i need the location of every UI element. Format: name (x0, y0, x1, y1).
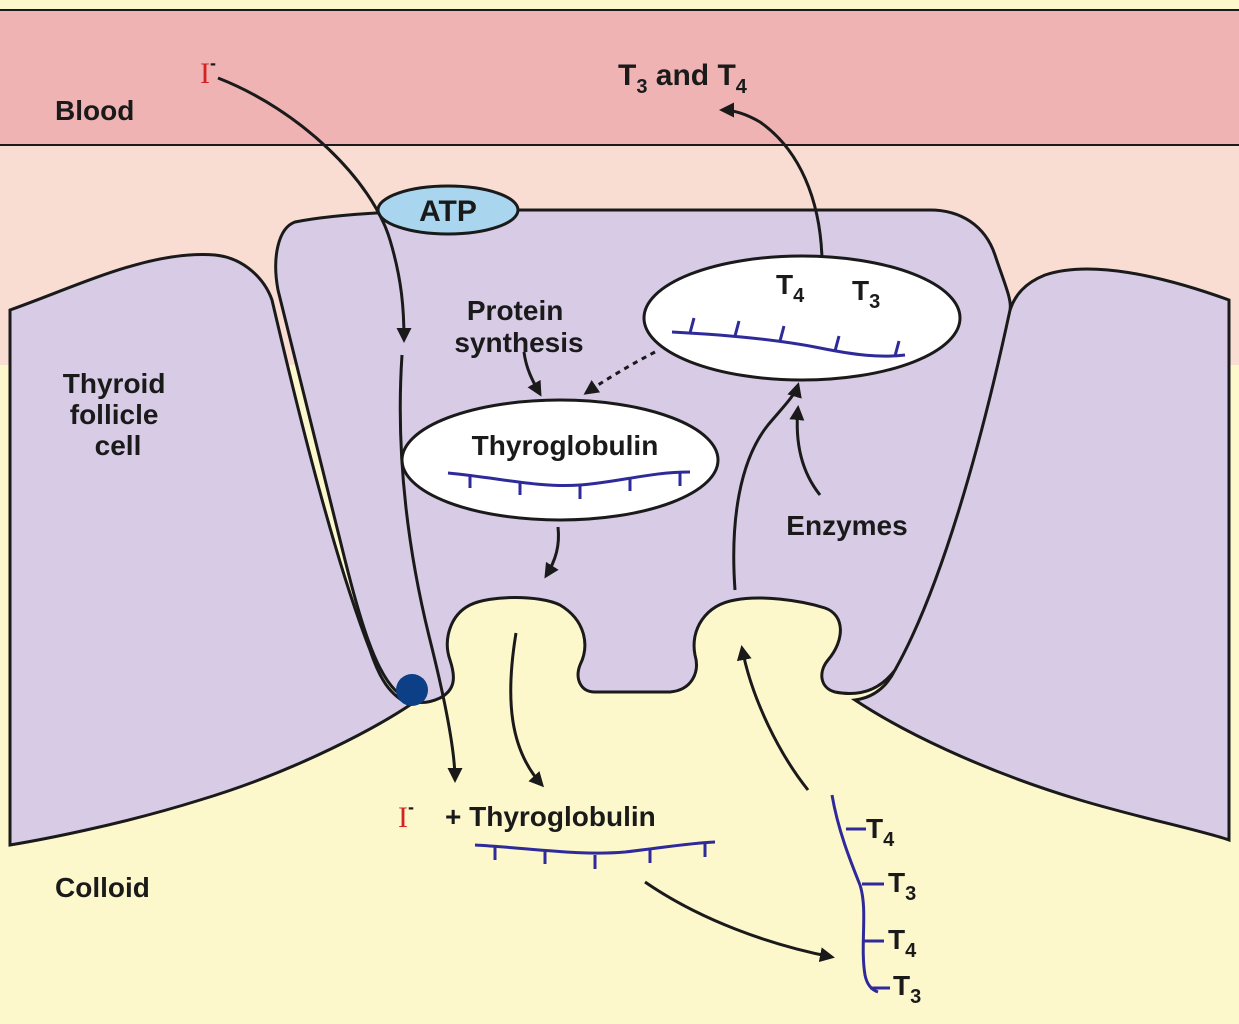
colloid-label: Colloid (55, 872, 150, 903)
iodide-transporter (396, 674, 428, 706)
colloid-thyroglobulin-label: + Thyroglobulin (445, 801, 656, 832)
follicle-label-line-1: Thyroid (63, 368, 166, 399)
hormone-vesicle (644, 256, 960, 380)
protein-synthesis-line-2: synthesis (454, 327, 583, 358)
vesicle-thyroglobulin-label: Thyroglobulin (472, 430, 659, 461)
protein-synthesis-line-1: Protein (467, 295, 563, 326)
protein-synthesis-label: Protein synthesis (454, 295, 583, 358)
follicle-label-line-3: cell (95, 430, 142, 461)
enzymes-label: Enzymes (786, 510, 907, 541)
blood-label: Blood (55, 95, 134, 126)
follicle-label-line-2: follicle (70, 399, 159, 430)
atp-label: ATP (419, 195, 477, 228)
